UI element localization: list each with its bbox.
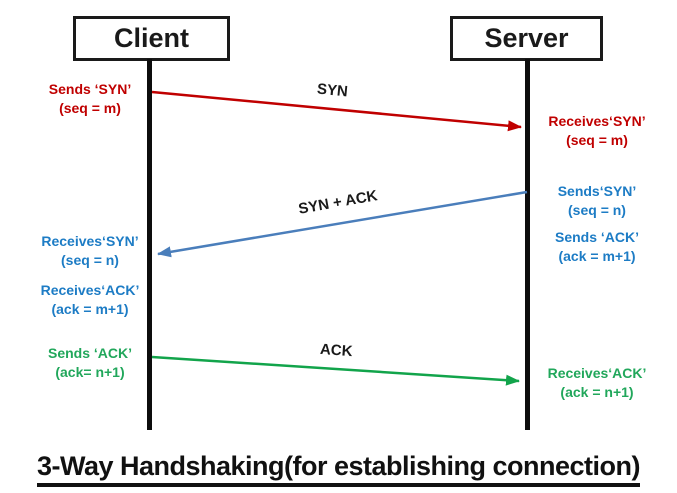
synack-arrow: [157, 190, 528, 258]
server-receives-ack-annotation: Receives‘ACK’ (ack = n+1): [517, 364, 677, 402]
annotation-line: (seq = n): [61, 252, 119, 268]
annotation-line: Receives‘ACK’: [40, 282, 140, 298]
annotation-line: (seq = m): [59, 100, 121, 116]
annotation-line: Sends ‘ACK’: [47, 345, 132, 361]
syn-arrow: [151, 90, 522, 132]
server-receives-syn-annotation: Receives‘SYN’ (seq = m): [517, 112, 677, 150]
syn-arrow-label: SYN: [316, 80, 349, 101]
server-sends-ack-annotation: Sends ‘ACK’ (ack = m+1): [517, 228, 677, 266]
client-actor-label: Client: [113, 23, 189, 53]
client-sends-ack-annotation: Sends ‘ACK’ (ack= n+1): [10, 344, 170, 382]
client-actor-box: Client: [73, 16, 230, 61]
diagram-title: 3-Way Handshaking(for establishing conne…: [0, 451, 677, 487]
annotation-line: (ack = m+1): [558, 248, 636, 264]
server-sends-syn-annotation: Sends‘SYN’ (seq = n): [517, 182, 677, 220]
client-receives-syn-annotation: Receives‘SYN’ (seq = n): [10, 232, 170, 270]
server-actor-label: Server: [484, 23, 569, 53]
client-receives-ack-annotation: Receives‘ACK’ (ack = m+1): [10, 281, 170, 319]
annotation-line: (ack= n+1): [55, 364, 125, 380]
annotation-line: Sends ‘ACK’: [554, 229, 639, 245]
diagram-title-text: 3-Way Handshaking(for establishing conne…: [36, 451, 641, 487]
annotation-line: (seq = m): [566, 132, 628, 148]
annotation-line: Sends‘SYN’: [557, 183, 637, 199]
annotation-line: (ack = n+1): [560, 384, 634, 400]
annotation-line: (seq = n): [568, 202, 626, 218]
annotation-line: Receives‘ACK’: [547, 365, 647, 381]
annotation-line: Receives‘SYN’: [548, 113, 646, 129]
annotation-line: Receives‘SYN’: [41, 233, 139, 249]
client-sends-syn-annotation: Sends ‘SYN’ (seq = m): [10, 80, 170, 118]
ack-arrow-label: ACK: [319, 340, 354, 361]
annotation-line: (ack = m+1): [51, 301, 129, 317]
annotation-line: Sends ‘SYN’: [48, 81, 132, 97]
server-lifeline: [525, 59, 530, 430]
ack-arrow: [151, 355, 520, 386]
client-lifeline: [147, 59, 152, 430]
